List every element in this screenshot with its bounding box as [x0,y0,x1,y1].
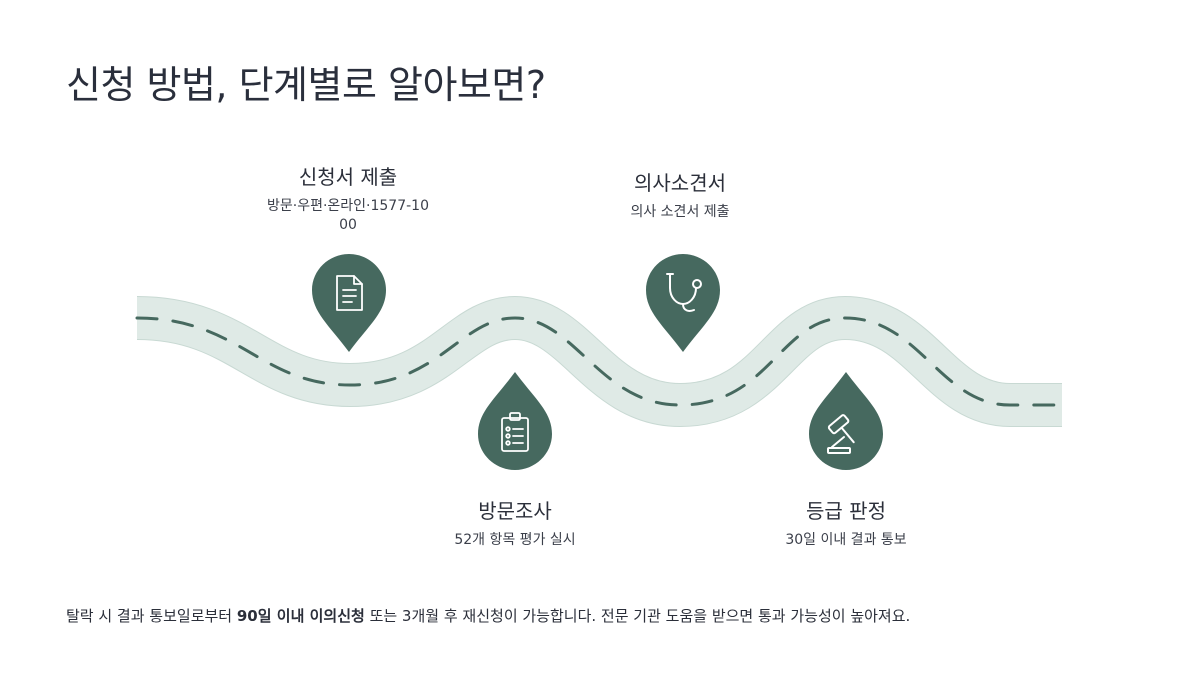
footer-note: 탈락 시 결과 통보일로부터 90일 이내 이의신청 또는 3개월 후 재신청이… [66,605,1146,626]
step-4-title: 등급 판정 [806,499,886,523]
step-2-desc: 52개 항목 평가 실시 [454,532,576,548]
step-3-title: 의사소견서 [634,171,726,195]
pin-step-3 [646,254,720,352]
step-4: 등급 판정 30일 이내 결과 통보 [746,495,946,550]
pin-step-4 [809,372,883,470]
step-1: 신청서 제출 방문·우편·온라인·1577-1000 [248,161,448,235]
step-3-desc: 의사 소견서 제출 [630,204,730,220]
stethoscope-icon [666,273,702,312]
gavel-icon [827,414,855,454]
step-2: 방문조사 52개 항목 평가 실시 [415,495,615,550]
footer-note-emphasis: 90일 이내 이의신청 [236,607,365,625]
footer-note-tail: 또는 3개월 후 재신청이 가능합니다. 전문 기관 도움을 받으면 통과 가능… [364,607,911,625]
step-4-desc: 30일 이내 결과 통보 [785,532,907,548]
footer-note-lead: 탈락 시 결과 통보일로부터 [66,607,237,625]
step-1-title: 신청서 제출 [298,165,398,189]
road-centerline [135,316,1064,407]
pin-step-1 [312,254,386,352]
page-title: 신청 방법, 단계별로 알아보면? [66,63,546,107]
step-2-title: 방문조사 [478,499,552,523]
clipboard-icon [501,412,529,452]
step-1-desc: 방문·우편·온라인·1577-1000 [266,198,429,233]
pin-step-2 [478,372,552,470]
step-3: 의사소견서 의사 소견서 제출 [580,167,780,222]
document-icon [336,275,363,311]
